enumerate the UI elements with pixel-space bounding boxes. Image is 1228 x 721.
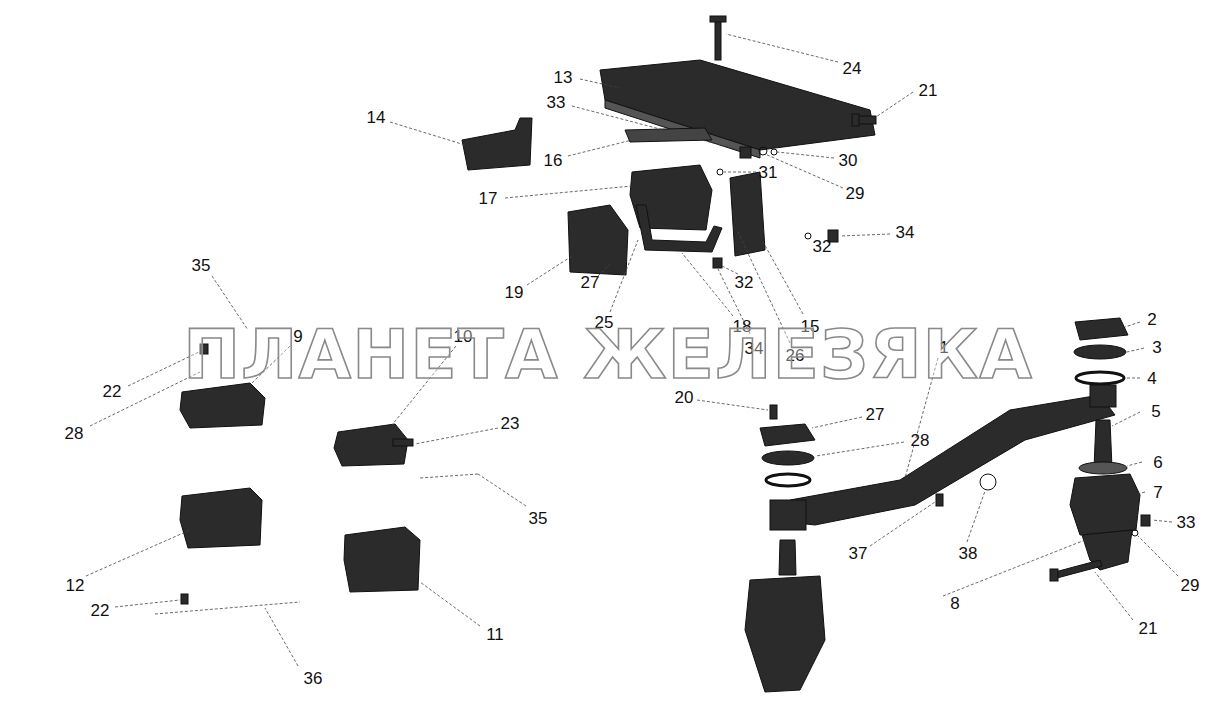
- callout-number: 33: [1177, 514, 1196, 531]
- callout-number: 33: [547, 94, 566, 111]
- callout-number: 6: [1153, 454, 1162, 471]
- callout-number: 23: [501, 415, 520, 432]
- callout-number: 22: [91, 602, 110, 619]
- callout-number: 29: [846, 185, 865, 202]
- callout-number: 24: [843, 60, 862, 77]
- callout-number: 5: [1151, 403, 1160, 420]
- callout-number: 21: [919, 82, 938, 99]
- callout-number: 28: [911, 432, 930, 449]
- callout-number: 21: [1139, 620, 1158, 637]
- callout-number: 19: [505, 284, 524, 301]
- callout-number: 7: [1153, 484, 1162, 501]
- callout-number: 16: [544, 152, 563, 169]
- callout-number: 32: [813, 238, 832, 255]
- callout-number: 22: [103, 383, 122, 400]
- callout-number: 4: [1147, 370, 1156, 387]
- callout-number: 34: [896, 224, 915, 241]
- callout-number: 30: [839, 152, 858, 169]
- callout-number: 35: [529, 510, 548, 527]
- callout-number: 37: [849, 545, 868, 562]
- callout-number: 2: [1147, 311, 1156, 328]
- callout-number: 3: [1152, 339, 1161, 356]
- callout-number: 8: [950, 595, 959, 612]
- callout-number: 29: [1181, 577, 1200, 594]
- callout-number: 11: [486, 626, 504, 643]
- callout-number: 35: [192, 257, 211, 274]
- callout-number: 32: [735, 274, 754, 291]
- watermark: ПЛАНЕТА ЖЕЛЕЗЯКА: [183, 315, 1033, 394]
- callout-number: 27: [866, 406, 885, 423]
- callout-number: 36: [304, 670, 323, 687]
- callout-number: 13: [554, 69, 573, 86]
- callout-number: 17: [479, 190, 498, 207]
- callout-number: 28: [65, 425, 84, 442]
- callout-number: 14: [367, 109, 386, 126]
- callout-number: 27: [581, 274, 600, 291]
- callout-number: 12: [66, 577, 85, 594]
- callout-number: 31: [759, 164, 778, 181]
- callout-number: 38: [959, 545, 978, 562]
